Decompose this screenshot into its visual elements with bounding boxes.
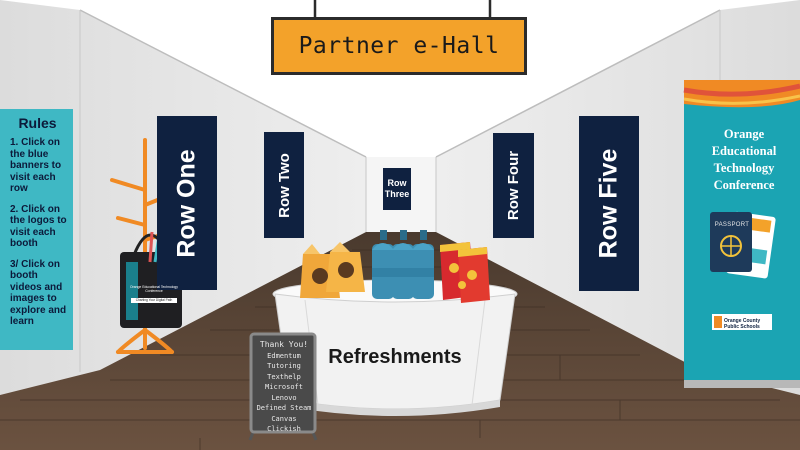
standee-title: Orange Educational Technology Conference: [688, 126, 800, 194]
sponsor-name: Canvas: [271, 414, 297, 423]
water-bottles: [372, 230, 434, 299]
sponsor-name: Lenovo: [271, 393, 297, 402]
refreshments-label: Refreshments: [328, 346, 462, 368]
row-five-banner[interactable]: Row Five: [579, 116, 639, 291]
row-two-label: Row Two: [275, 152, 293, 218]
row-four-label: Row Four: [505, 150, 522, 221]
sponsor-name: Defined Steam: [256, 404, 312, 412]
chip-bags: [440, 242, 490, 303]
thank-you-board[interactable]: Thank You! Edmentum Tutoring Texthelp Mi…: [256, 340, 312, 435]
ocps-logo-text: Orange County Public Schools: [724, 318, 761, 330]
row-one-banner[interactable]: Row One: [157, 116, 217, 290]
sponsor-name: Tutoring: [267, 362, 301, 370]
rules-title: Rules: [18, 115, 57, 131]
row-three-banner[interactable]: Row Three: [383, 168, 411, 210]
standee-title-line: Technology: [713, 161, 775, 175]
thank-you-board-frame: [248, 332, 318, 441]
snack-bags: [300, 242, 365, 298]
standee-title-line: Conference: [713, 178, 775, 192]
ocps-logo[interactable]: Orange County Public Schools: [712, 318, 772, 330]
sponsor-name: Clickish: [267, 425, 301, 433]
partner-ehall-sign: Partner e-Hall: [271, 17, 527, 75]
row-five-label: Row Five: [594, 148, 623, 259]
sponsor-name: Microsoft: [265, 383, 303, 391]
rule-item-2: 2. Click on the logos to visit each boot…: [10, 203, 67, 250]
rule-item-1: 1. Click on the blue banners to visit ea…: [10, 137, 62, 194]
rules-panel: Rules 1. Click on the blue banners to vi…: [0, 109, 73, 350]
sponsor-name: Texthelp: [267, 372, 301, 381]
passport-text: PASSPORT: [714, 222, 750, 228]
row-four-banner[interactable]: Row Four: [493, 133, 534, 238]
sign-text: Partner e-Hall: [298, 33, 500, 59]
conference-standee: [683, 80, 800, 388]
row-two-banner[interactable]: Row Two: [264, 132, 304, 238]
tote-bag-label: Orange Educational Technology Conference: [130, 285, 179, 294]
standee-title-line: Orange: [723, 127, 765, 141]
tote-bag-sublabel: Charting Your Digital Path: [131, 298, 177, 303]
standee-title-line: Educational: [711, 144, 777, 158]
row-three-label: Row Three: [384, 178, 410, 199]
thank-you-title: Thank You!: [259, 340, 309, 349]
rule-item-3: 3/ Click on booth videos and images to e…: [10, 258, 67, 328]
row-one-label: Row One: [172, 148, 201, 258]
sponsor-name: Edmentum: [267, 351, 301, 360]
